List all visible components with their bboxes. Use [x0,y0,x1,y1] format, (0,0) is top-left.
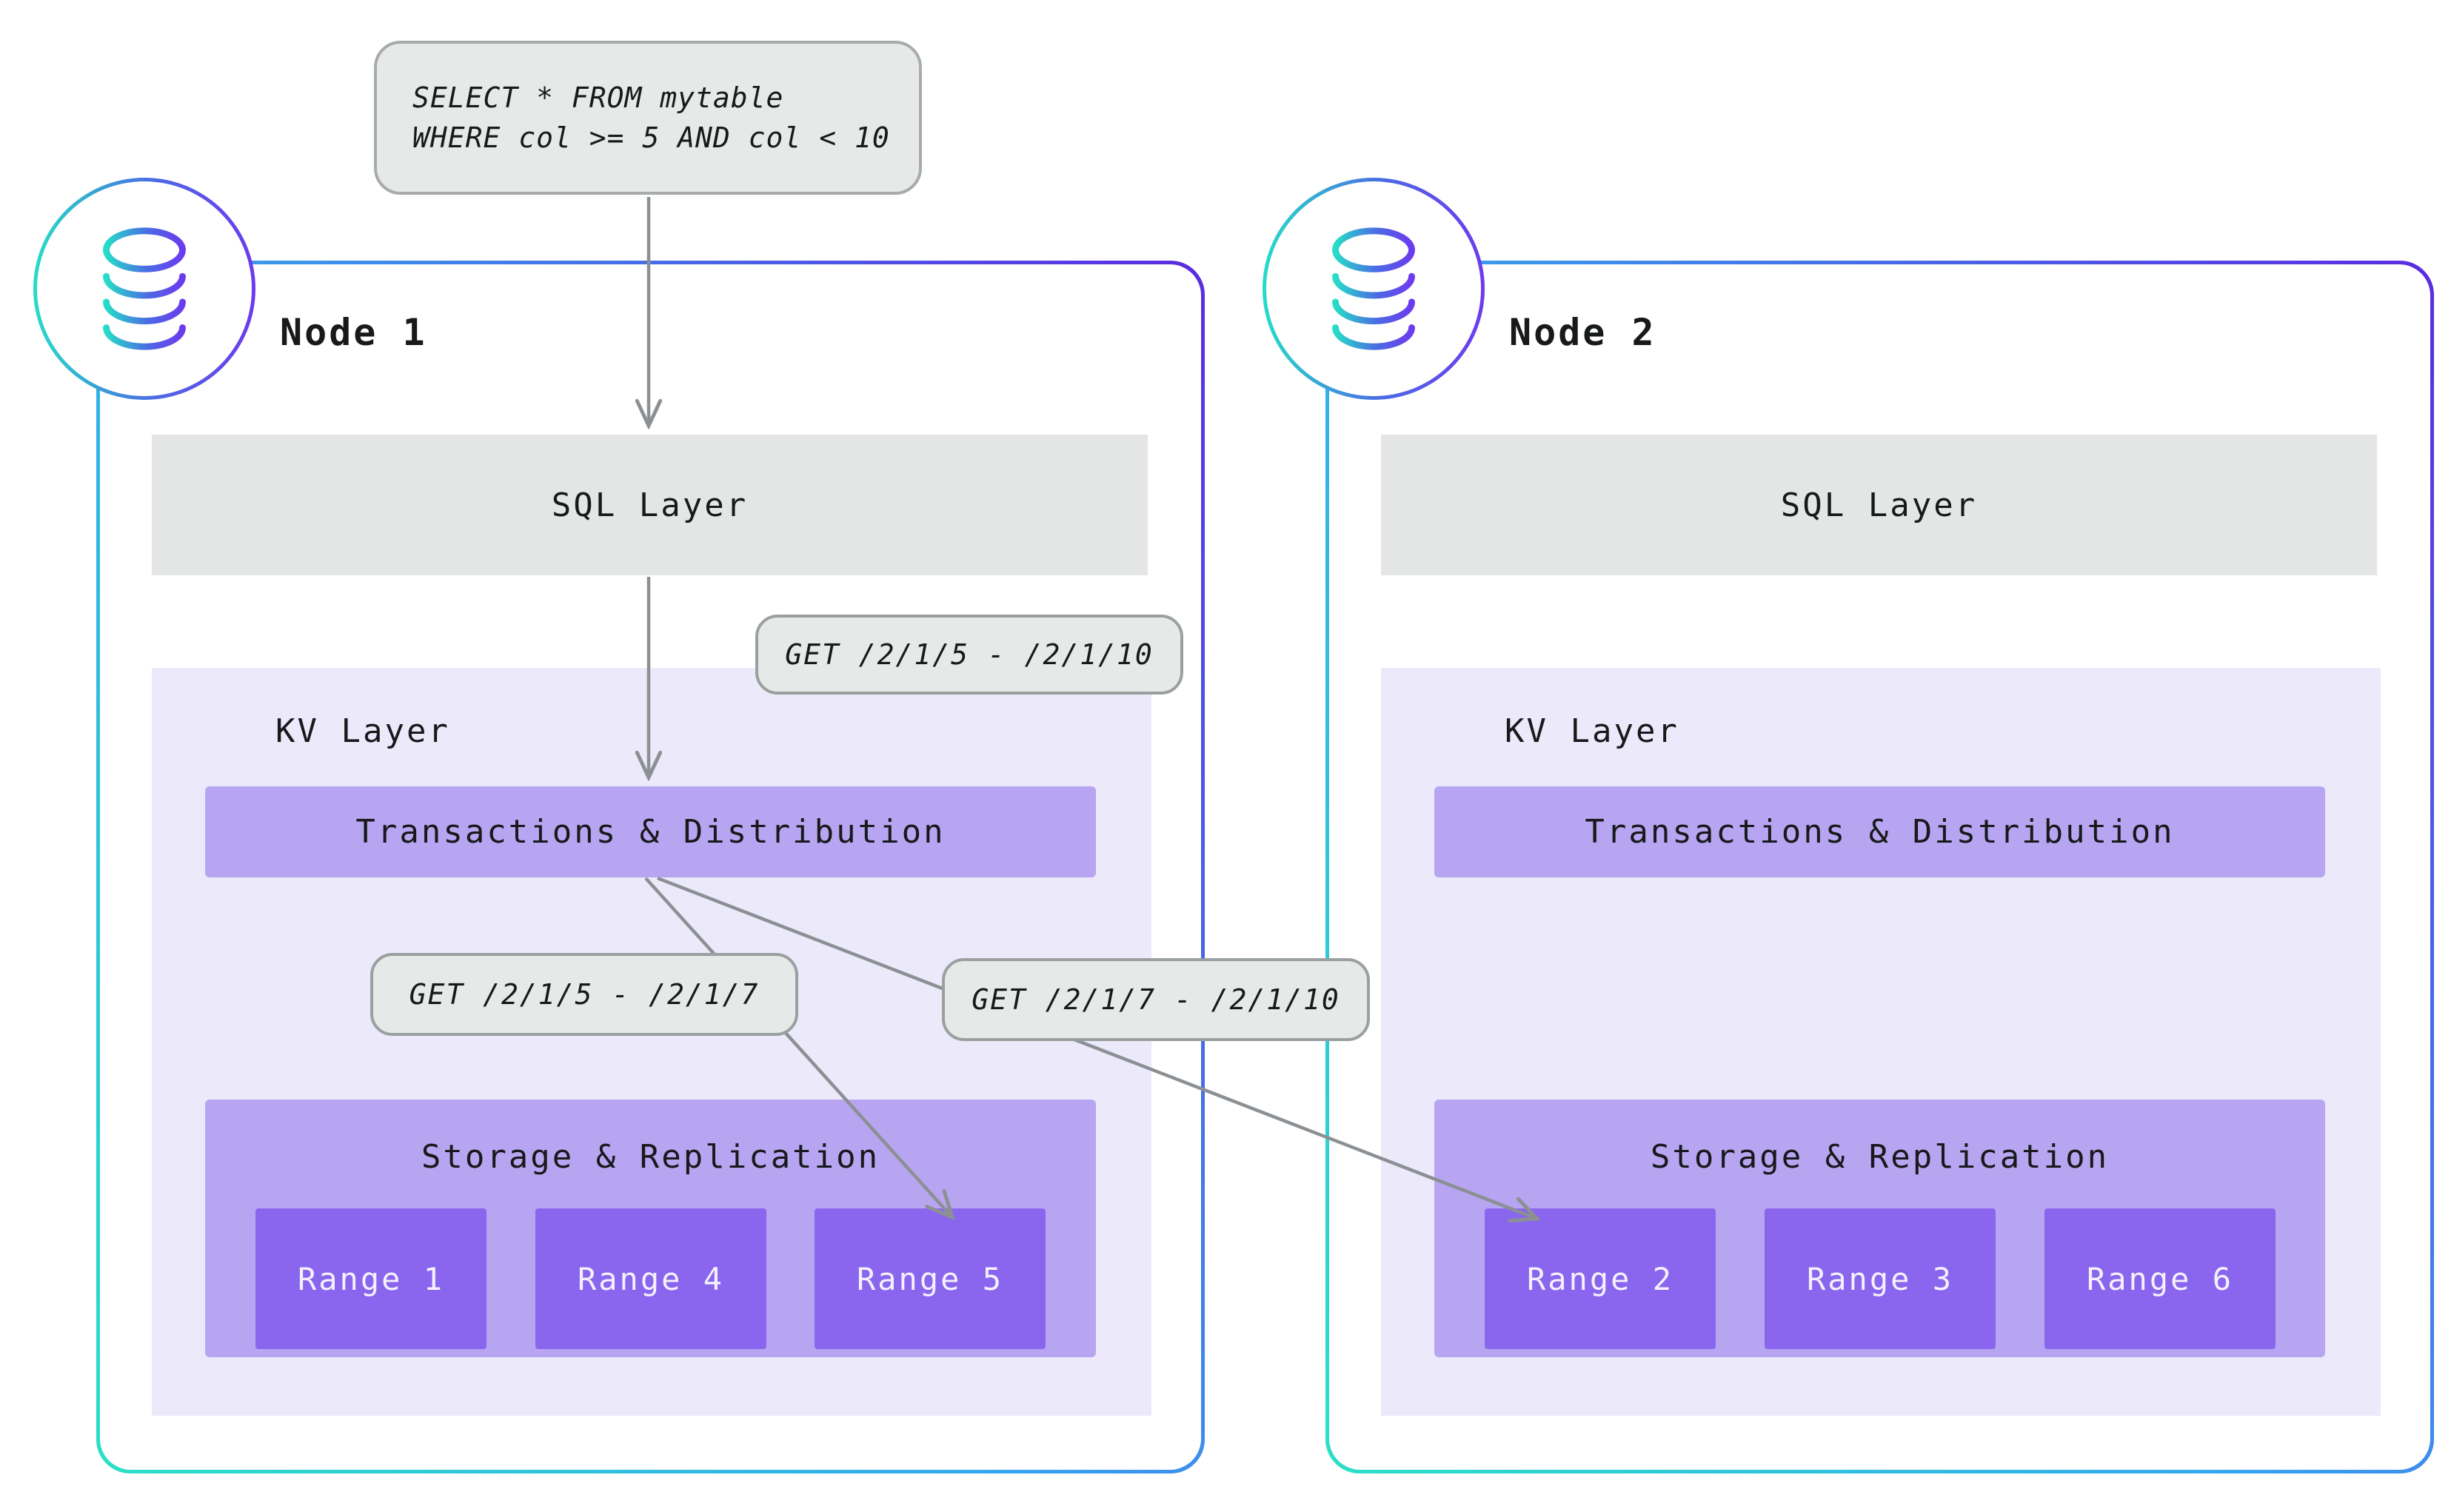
range-2-box: Range 2 [1485,1208,1716,1349]
node-1-transactions-distribution-bar: Transactions & Distribution [205,786,1096,877]
node-2-transactions-distribution-bar: Transactions & Distribution [1434,786,2325,877]
arrow-transactions-to-range-2-node-2 [657,876,1537,1219]
range-6-box: Range 6 [2044,1208,2276,1349]
get-request-label-full-range: GET /2/1/5 - /2/1/10 [755,615,1183,695]
sql-query-line: WHERE col >= 5 AND col < 10 [412,121,890,154]
database-icon-circle [1266,181,1481,396]
range-4-box: Range 4 [535,1208,766,1349]
node-2-title: Node 2 [1509,311,1656,354]
database-icon [33,178,255,400]
node-2-sql-layer-bar: SQL Layer [1381,435,2377,575]
database-icon [1263,178,1485,400]
node-1-storage-replication-label: Storage & Replication [421,1138,880,1176]
node-1-kv-layer-label: KV Layer [275,712,450,750]
database-cylinder-icon [103,227,186,350]
node-2-kv-layer-label: KV Layer [1505,712,1679,750]
sql-query-box: SELECT * FROM mytable WHERE col >= 5 AND… [374,41,922,195]
node-2-storage-replication-label: Storage & Replication [1650,1138,2110,1176]
range-5-box: Range 5 [815,1208,1046,1349]
database-icon-circle [37,181,252,396]
arrow-transactions-to-range-5 [644,877,952,1217]
range-1-box: Range 1 [255,1208,486,1349]
sql-query-line: SELECT * FROM mytable [412,81,784,114]
node-1-title: Node 1 [280,311,427,354]
database-cylinder-icon [1332,227,1415,350]
range-3-box: Range 3 [1765,1208,1996,1349]
get-request-label-local-range: GET /2/1/5 - /2/1/7 [370,953,798,1036]
node-1-sql-layer-bar: SQL Layer [152,435,1148,575]
get-request-label-remote-range: GET /2/1/7 - /2/1/10 [942,958,1370,1041]
